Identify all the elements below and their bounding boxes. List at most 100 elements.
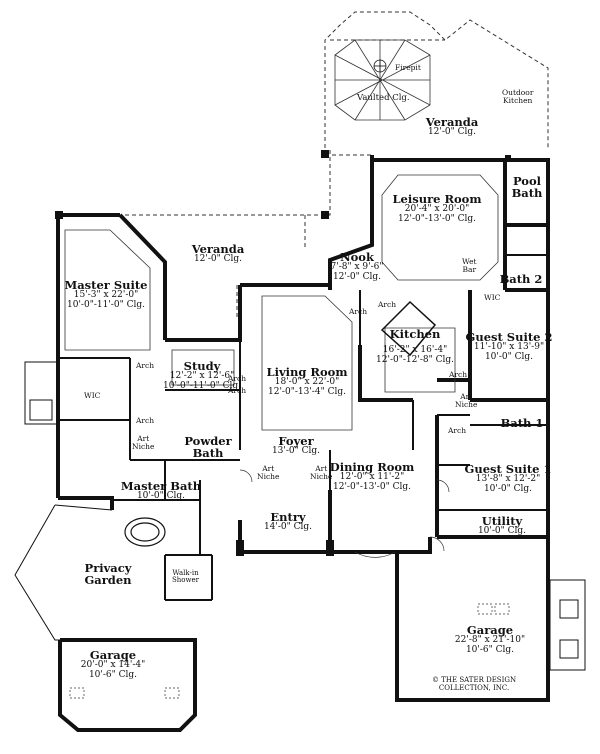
- art-niche-label: Art Niche: [310, 465, 332, 480]
- art-niche-label: Art Niche: [455, 393, 477, 408]
- vaulted-ceiling-label: Vaulted Clg.: [357, 93, 410, 103]
- ceiling-outlines: [64, 174, 499, 431]
- room-dims: 11'-10" x 13'-9": [473, 342, 545, 353]
- art-niche-line2: Niche: [310, 471, 333, 481]
- pool-bath-label: Pool Bath: [512, 175, 543, 199]
- room-dims: 15'-3" x 22'-0": [73, 290, 139, 301]
- room-name: Veranda: [191, 242, 245, 256]
- arch-label: Arch: [136, 361, 155, 370]
- art-niche-label: Art Niche: [257, 465, 279, 480]
- room-dims: 12'-0" x 11'-2": [339, 472, 405, 483]
- room-name: Foyer: [278, 434, 314, 448]
- wic-right-label: WIC: [484, 293, 501, 302]
- room-ceiling: 12'-0"-12'-8" Clg.: [376, 354, 454, 365]
- garage-right-label: Garage 22'-8" x 21'-10" 10'-6" Clg.: [455, 624, 525, 655]
- veranda-top-label: Veranda 12'-0" Clg.: [426, 116, 479, 138]
- outdoor-kitchen-label: Outdoor Kitchen: [502, 89, 533, 104]
- art-niche-line2: Niche: [257, 471, 280, 481]
- room-ceiling: 10'-0" Clg.: [483, 483, 533, 494]
- room-dims: 13'-8" x 12'-2": [475, 474, 541, 485]
- room-name: Bath 2: [499, 272, 543, 286]
- powder-line2: Bath: [192, 446, 224, 461]
- powder-bath-label: Powder Bath: [184, 435, 231, 459]
- entry-columns: [55, 150, 511, 556]
- room-ceiling: 10'-0"-11'-0" Clg.: [67, 299, 145, 310]
- guest-suite-1-label: Guest Suite 1 13'-8" x 12'-2" 10'-0" Clg…: [465, 463, 552, 494]
- master-tub: [124, 517, 166, 547]
- right-bump-outs: [549, 579, 586, 671]
- art-niche-line2: Niche: [455, 399, 478, 409]
- room-ceiling: 14'-0" Clg.: [263, 522, 313, 533]
- room-ceiling: 12'-0" Clg.: [427, 127, 477, 138]
- exterior-walls: [56, 155, 550, 702]
- master-bath-label: Master Bath 10'-0" Clg.: [121, 480, 201, 502]
- art-niche-line1: Art: [460, 392, 473, 401]
- garage-left-label: Garage 20'-0" x 14'-4" 10'-6" Clg.: [81, 649, 145, 680]
- room-ceiling: 10'-0" Clg.: [484, 351, 534, 362]
- entry-label: Entry 14'-0" Clg.: [264, 511, 312, 533]
- left-garage: [58, 638, 197, 732]
- octagon-gazebo: [334, 39, 431, 121]
- foyer-label: Foyer 13'-0" Clg.: [272, 435, 320, 457]
- room-name: Dining Room: [329, 460, 415, 474]
- wet-bar-label: Wet Bar: [462, 258, 477, 273]
- left-bump-outs: [24, 361, 59, 425]
- arch-label: Arch: [228, 374, 247, 383]
- living-room-label: Living Room 18'-0" x 22'-0" 12'-0"-13'-4…: [267, 366, 348, 397]
- copyright-credit: © THE SATER DESIGN COLLECTION, INC.: [432, 676, 516, 692]
- room-dims: 22'-8" x 21'-10": [454, 635, 526, 646]
- walk-in-shower-label: Walk-in Shower: [172, 570, 199, 584]
- powder-line1: Powder: [184, 434, 232, 448]
- art-niche-line1: Art: [315, 464, 328, 473]
- room-ceiling: 10'-6" Clg.: [88, 669, 138, 680]
- arch-label: Arch: [448, 426, 467, 435]
- arch-label: Arch: [378, 300, 397, 309]
- credit-line2: COLLECTION, INC.: [438, 683, 510, 692]
- outdoor-kitchen-line2: Kitchen: [503, 95, 533, 105]
- arch-label: Arch: [228, 386, 247, 395]
- room-name: Master Suite: [64, 278, 148, 292]
- room-name: Kitchen: [389, 327, 441, 341]
- art-niche-line1: Art: [137, 434, 150, 443]
- room-name: Garage: [466, 623, 514, 637]
- master-suite-label: Master Suite 15'-3" x 22'-0" 10'-0"-11'-…: [64, 279, 147, 310]
- dining-room-label: Dining Room 12'-0" x 11'-2" 12'-0"-13'-0…: [330, 461, 415, 492]
- walk-in-shower-line2: Shower: [172, 576, 199, 584]
- firepit-icon: [373, 59, 387, 73]
- bath2-label: Bath 2: [500, 273, 543, 285]
- room-dims: 20'-4" x 20'-0": [404, 204, 470, 215]
- arch-label: Arch: [449, 370, 468, 379]
- arch-label: Arch: [136, 416, 155, 425]
- room-name: Entry: [270, 510, 306, 524]
- privacy-garden-line1: Privacy: [84, 561, 132, 575]
- wic-left-label: WIC: [84, 391, 101, 400]
- door-swings: [239, 469, 450, 558]
- art-niche-line1: Art: [262, 464, 275, 473]
- room-name: Utility: [481, 514, 523, 528]
- room-ceiling: 12'-0" Clg.: [193, 254, 243, 265]
- guest-suite-2-label: Guest Suite 2 11'-10" x 13'-9" 10'-0" Cl…: [466, 331, 553, 362]
- arch-label: Arch: [349, 307, 368, 316]
- room-name: Guest Suite 1: [464, 462, 552, 476]
- room-ceiling: 12'-0"-13'-0" Clg.: [333, 481, 411, 492]
- firepit-label: Firepit: [395, 63, 421, 72]
- pool-bath-line1: Pool: [512, 174, 542, 188]
- interior-walls: [58, 254, 548, 601]
- leisure-room-label: Leisure Room 20'-4" x 20'-0" 12'-0"-13'-…: [392, 193, 481, 224]
- room-ceiling: 12'-0"-13'-0" Clg.: [398, 213, 476, 224]
- privacy-garden-line2: Garden: [84, 573, 132, 588]
- wet-bar-line2: Bar: [462, 264, 477, 274]
- art-niche-line2: Niche: [132, 441, 155, 451]
- room-ceiling: 10'-0" Clg.: [136, 491, 186, 502]
- room-name: Bath 1: [500, 416, 544, 430]
- utility-label: Utility 10'-0" Clg.: [478, 515, 526, 537]
- pool-bath-line2: Bath: [511, 186, 543, 201]
- veranda-left-label: Veranda 12'-0" Clg.: [192, 243, 245, 265]
- room-dims: 12'-2" x 12'-6": [169, 371, 235, 382]
- bath1-label: Bath 1: [501, 417, 544, 429]
- outdoor-kitchen-line1: Outdoor: [502, 88, 534, 97]
- kitchen-island: [380, 300, 437, 357]
- room-name: Study: [183, 359, 221, 373]
